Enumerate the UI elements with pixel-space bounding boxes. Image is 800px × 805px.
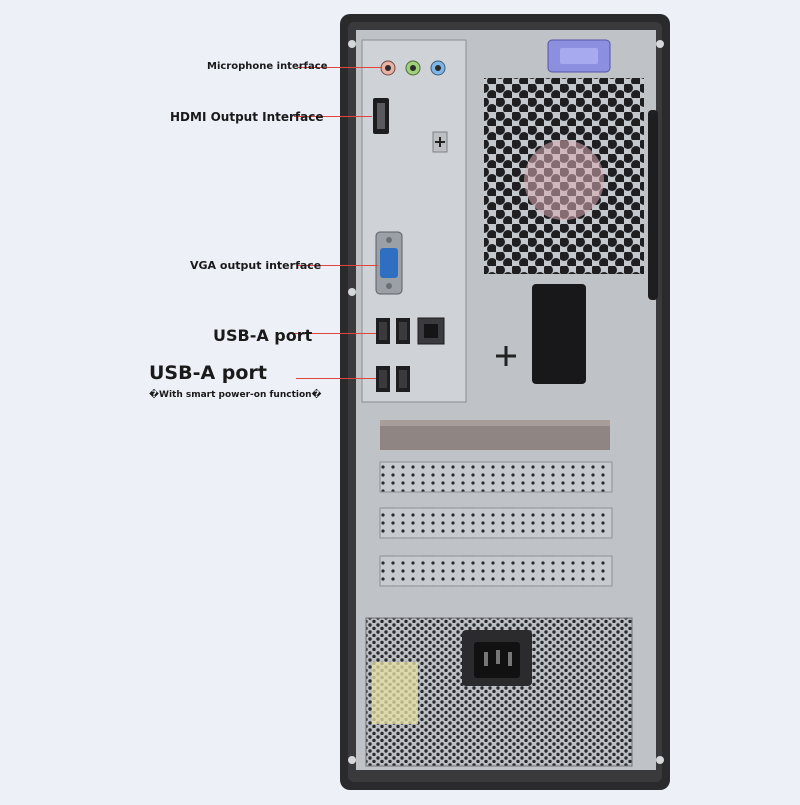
usb-a-label-1: USB-A port bbox=[213, 326, 313, 345]
vga-label: VGA output interface bbox=[190, 259, 322, 272]
hdmi-label: HDMI Output Interface bbox=[170, 110, 324, 124]
microphone-label: Microphone interface bbox=[207, 61, 328, 72]
callout-line-hdmi bbox=[294, 116, 372, 117]
io-shield bbox=[361, 39, 467, 403]
expansion-slot-2 bbox=[379, 507, 613, 539]
expansion-slot-3 bbox=[379, 555, 613, 587]
callout-line-usb-2 bbox=[296, 378, 376, 379]
callout-line-vga bbox=[298, 265, 378, 266]
usb-a-smart-power-note: �With smart power-on function� bbox=[149, 390, 322, 400]
cable-clip bbox=[532, 284, 586, 384]
callout-line-microphone bbox=[298, 67, 382, 68]
expansion-slot-1 bbox=[379, 461, 613, 493]
usb-a-label-2: USB-A port bbox=[149, 362, 267, 384]
callout-line-usb-1 bbox=[294, 333, 376, 334]
